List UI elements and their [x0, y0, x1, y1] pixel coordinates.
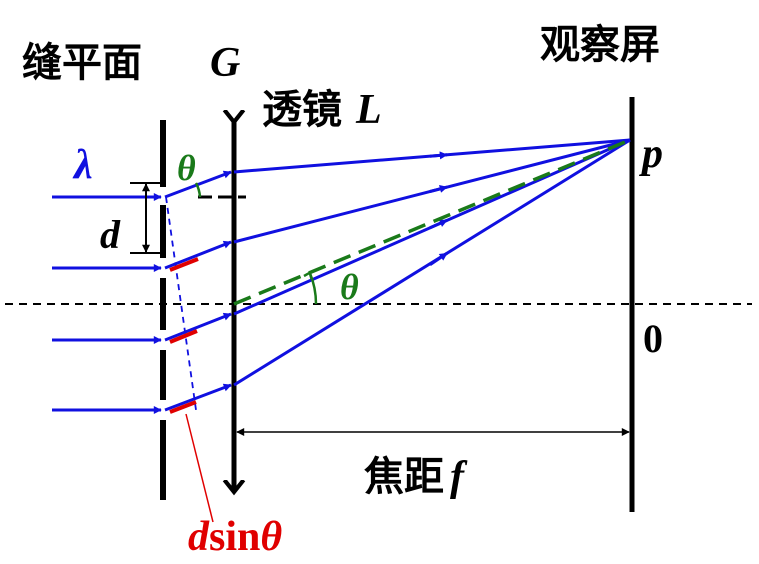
path-difference-label: dsinθ [188, 514, 282, 560]
angle-top-label: θ [177, 148, 196, 188]
spacing-label: d [100, 212, 121, 257]
focal-symbol: f [450, 454, 468, 500]
ray-direction-arrow [429, 218, 448, 230]
slit-plane-label: 缝平面 [22, 40, 142, 86]
slit-plane-symbol: G [210, 40, 240, 86]
incident-rays [52, 193, 162, 414]
spacing-marker [130, 182, 162, 254]
path-difference-theta: θ [260, 514, 282, 560]
path-difference-segment [169, 400, 197, 414]
principal-ray-line [233, 138, 631, 306]
focal-length-label: 焦距 [364, 454, 444, 500]
ray-direction-arrow [429, 151, 448, 160]
converging-rays [233, 138, 631, 387]
path-difference-leader [185, 413, 214, 523]
lens-label: 透镜 [262, 87, 342, 133]
path-difference-segments [169, 257, 199, 414]
diffracted-ray [164, 383, 232, 412]
angle-axis-label: θ [340, 267, 359, 307]
wavelength-label: λ [72, 142, 93, 188]
ray-direction-arrow [429, 185, 448, 193]
lens-symbol: L [355, 87, 382, 133]
diffracted-rays [164, 170, 232, 412]
path-difference-segment [169, 329, 198, 344]
path-difference-segment [169, 257, 199, 272]
origin-label: 0 [643, 316, 663, 361]
screen-label: 观察屏 [540, 22, 660, 68]
perpendicular-line [165, 196, 197, 411]
path-difference-d: d [188, 514, 210, 560]
ray-direction-arrow [429, 252, 448, 266]
point-p-label: p [639, 131, 663, 177]
angle-arc-axis-head [303, 270, 313, 280]
angle-arc-top [194, 182, 202, 198]
path-difference-sin: sin [209, 514, 260, 560]
diffracted-ray [164, 312, 232, 342]
